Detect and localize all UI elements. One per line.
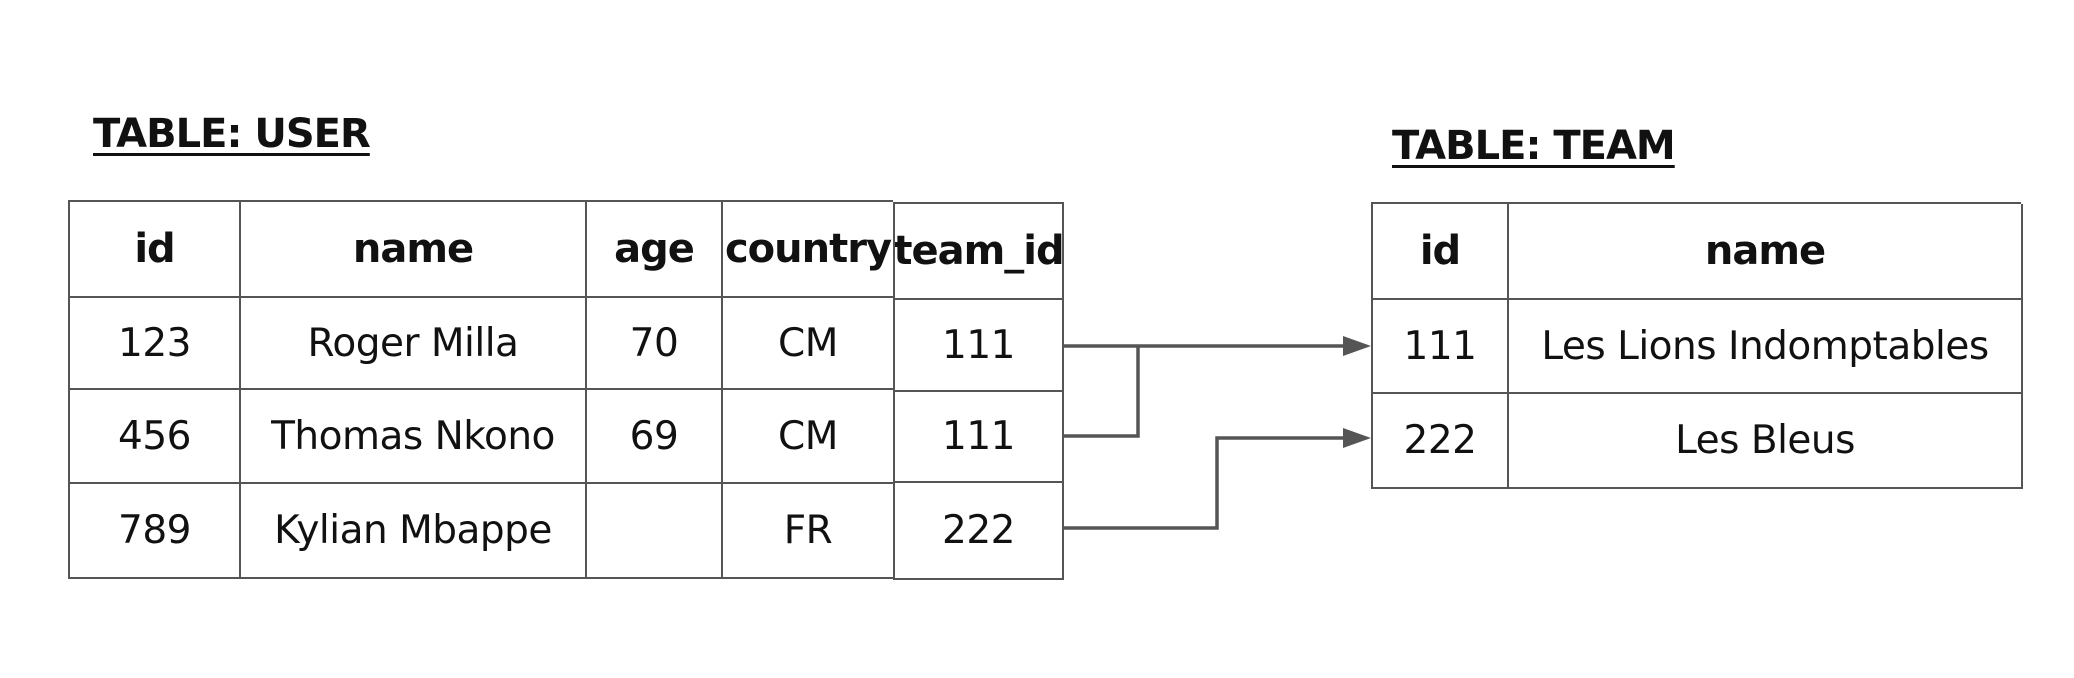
- user-table-title: TABLE: USER: [93, 111, 371, 157]
- user-cell-country: FR: [723, 484, 895, 579]
- user-cell-name: Thomas Nkono: [241, 390, 587, 484]
- team-table-title: TABLE: TEAM: [1392, 123, 1676, 169]
- user-cell-country: CM: [723, 390, 895, 484]
- user-table: id name age country 123 Roger Milla 70 C…: [68, 200, 895, 579]
- user-cell-team-id: 111: [895, 392, 1064, 483]
- user-cell-team-id: 222: [895, 483, 1064, 580]
- user-header-name: name: [241, 202, 587, 298]
- team-header-name: name: [1509, 204, 2023, 300]
- user-cell-id: 789: [70, 484, 241, 579]
- connector-line: [1064, 436, 1346, 530]
- team-cell-name: Les Lions Indomptables: [1509, 300, 2023, 394]
- user-cell-country: CM: [723, 298, 895, 390]
- user-header-country: country: [723, 202, 895, 298]
- user-cell-team-id: 111: [895, 300, 1064, 392]
- user-header-team-id: team_id: [895, 204, 1064, 300]
- team-cell-id: 222: [1373, 394, 1509, 489]
- arrowhead-icon: [1343, 428, 1371, 448]
- team-table: id name 111 Les Lions Indomptables 222 L…: [1371, 202, 2023, 489]
- arrowhead-icon: [1343, 336, 1371, 356]
- team-cell-name: Les Bleus: [1509, 394, 2023, 489]
- user-header-id: id: [70, 202, 241, 298]
- user-header-age: age: [587, 202, 723, 298]
- user-cell-id: 123: [70, 298, 241, 390]
- team-cell-id: 111: [1373, 300, 1509, 394]
- user-cell-age: 70: [587, 298, 723, 390]
- user-cell-name: Roger Milla: [241, 298, 587, 390]
- user-cell-name: Kylian Mbappe: [241, 484, 587, 579]
- user-cell-age: 69: [587, 390, 723, 484]
- connector-line: [1064, 346, 1140, 438]
- user-cell-age: [587, 484, 723, 579]
- user-cell-id: 456: [70, 390, 241, 484]
- user-team-id-column: team_id 111 111 222: [893, 202, 1064, 580]
- team-header-id: id: [1373, 204, 1509, 300]
